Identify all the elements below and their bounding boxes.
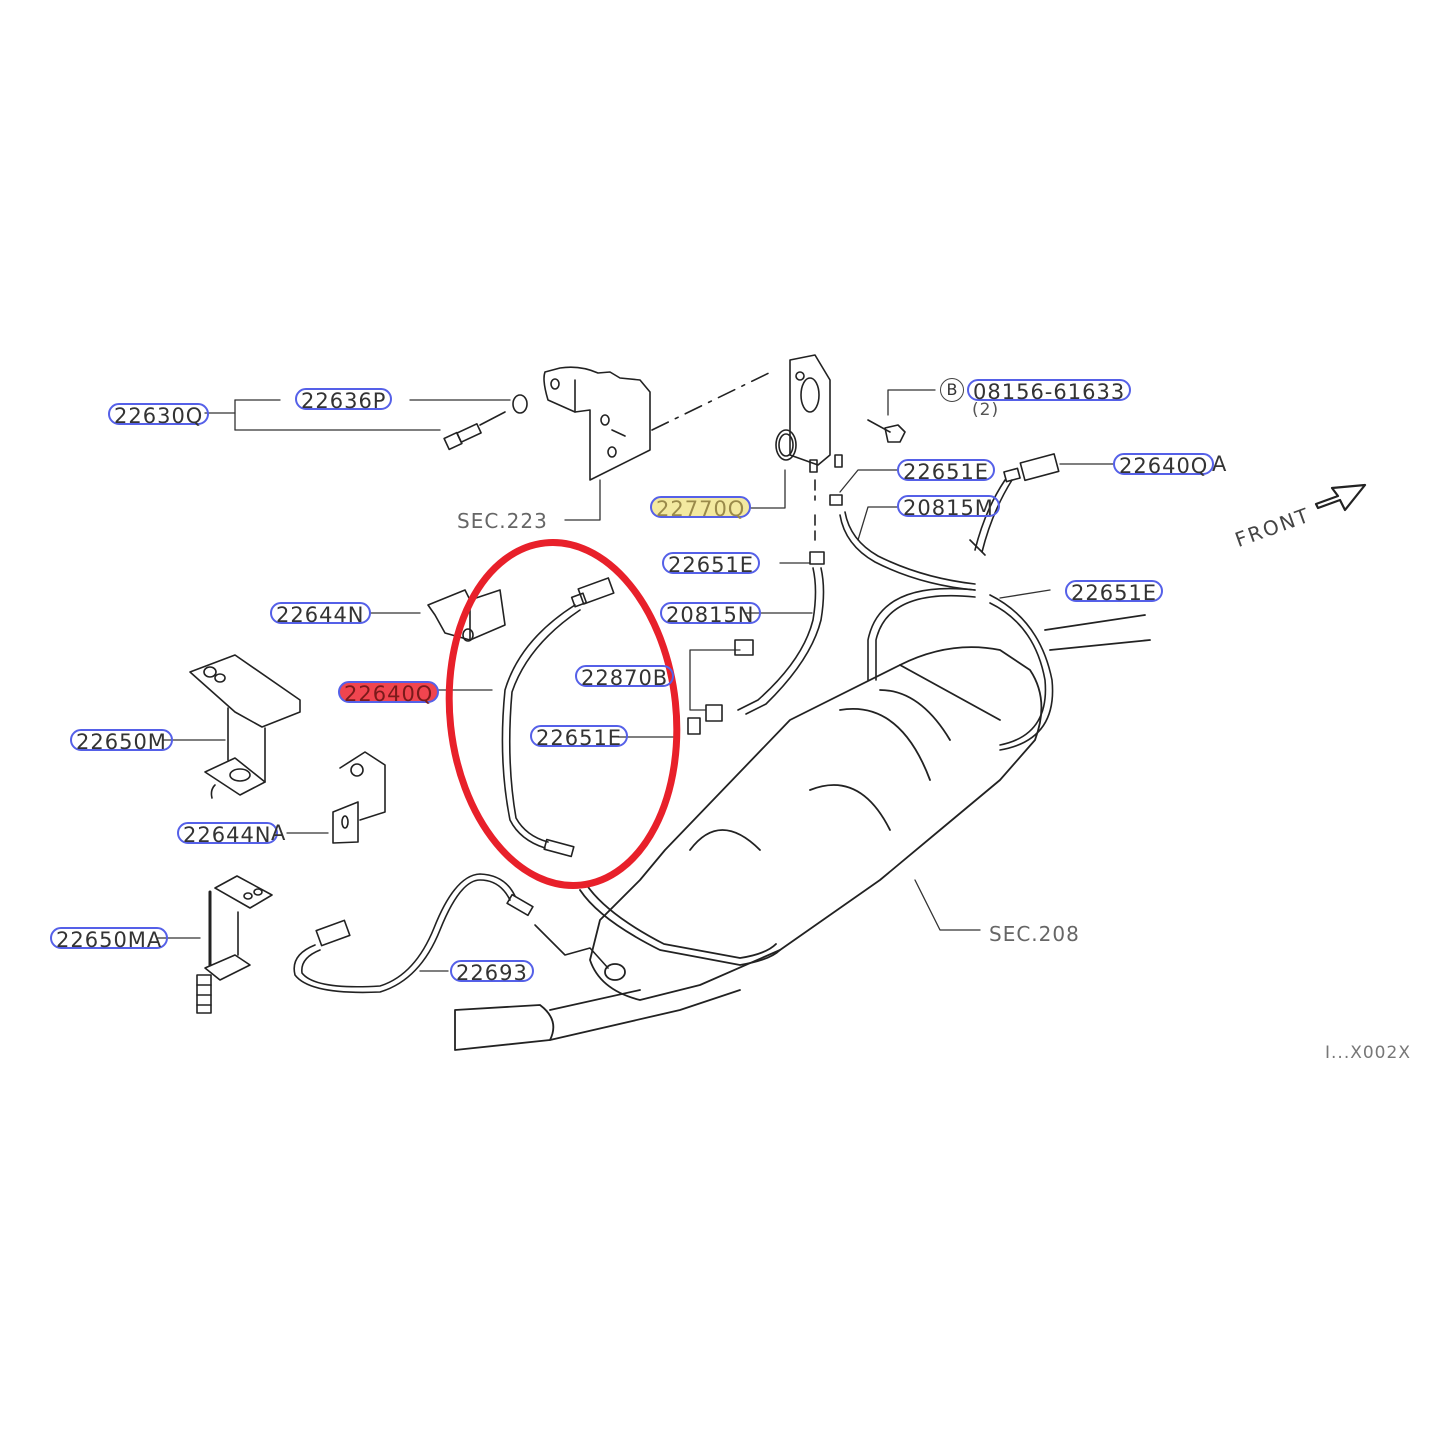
vacuum-hoses — [687, 479, 976, 735]
muffler-sec208 — [454, 614, 1151, 1051]
part-label-22644NA-suffix: A — [271, 821, 286, 845]
sensor-plug-22630Q — [443, 394, 528, 451]
part-22770Q-body — [775, 354, 843, 473]
front-arrow-icon — [1314, 483, 1367, 512]
part-label-22636P[interactable]: 22636P — [295, 388, 393, 412]
part-label-22644NA[interactable]: 22644N — [177, 822, 278, 846]
bracket-22650M — [189, 654, 301, 799]
part-label-22640QA[interactable]: 22640Q — [1113, 453, 1215, 477]
part-label-22870B[interactable]: 22870B — [575, 665, 675, 689]
part-label-22650MA[interactable]: 22650MA — [50, 927, 169, 951]
section-ref-223[interactable]: SEC.223 — [457, 509, 548, 533]
bracket-22650MA — [196, 875, 273, 1014]
part-label-08156-61633[interactable]: 08156-61633 — [967, 379, 1132, 403]
part-label-22630Q[interactable]: 22630Q — [108, 403, 210, 427]
part-label-22644N[interactable]: 22644N — [270, 602, 371, 626]
part-label-20815N[interactable]: 20815N — [660, 602, 761, 626]
sensor-22640QA — [867, 453, 1060, 751]
part-label-22650M[interactable]: 22650M — [70, 729, 173, 753]
part-label-22651E-mid[interactable]: 22651E — [662, 552, 761, 576]
part-label-22651E-top[interactable]: 22651E — [897, 459, 996, 483]
sensor-22693 — [293, 873, 609, 994]
part-label-22770Q[interactable]: 22770Q — [650, 496, 752, 520]
bolt-type-b-badge: B — [940, 378, 964, 402]
sensor-22640Q — [501, 577, 615, 858]
quantity-label: (2) — [972, 400, 1000, 420]
part-label-22651E-lower[interactable]: 22651E — [530, 725, 629, 749]
bolt-08156-61633 — [867, 419, 906, 443]
bracket-sec223 — [543, 366, 651, 481]
highlight-circle — [445, 539, 681, 889]
part-label-22640Q-highlighted[interactable]: 22640Q — [338, 681, 440, 705]
part-label-22693[interactable]: 22693 — [450, 960, 534, 984]
section-ref-208[interactable]: SEC.208 — [989, 922, 1080, 946]
part-label-22651E-right[interactable]: 22651E — [1065, 580, 1164, 604]
bracket-22644NA — [332, 751, 386, 844]
part-label-22640QA-suffix: A — [1212, 452, 1227, 476]
part-label-20815M[interactable]: 20815M — [897, 495, 1000, 519]
figure-code: I...X002X — [1325, 1043, 1411, 1063]
leader-lines — [157, 389, 1114, 972]
